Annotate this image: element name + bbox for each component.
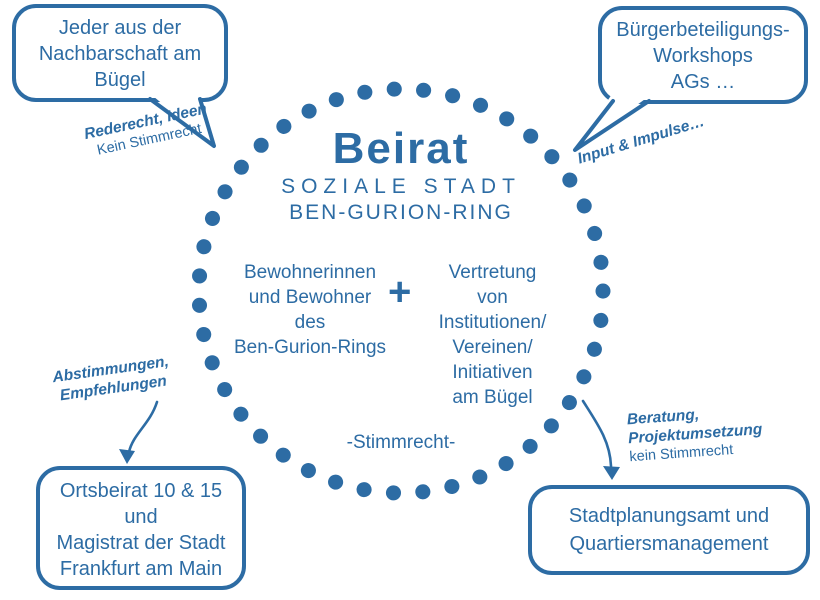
circle-title: Beirat <box>332 124 470 173</box>
bubble-top-right-line: Workshops <box>653 45 753 67</box>
bubble-top-left-shape <box>12 4 228 102</box>
box-bottom-right-line: Quartiersmanagement <box>569 533 769 555</box>
member-group-residents-line: des <box>294 312 326 333</box>
member-group-residents-line: und Bewohner <box>248 287 372 308</box>
box-bottom-left-line: und <box>124 506 158 528</box>
box-bottom-left-line: Ortsbeirat 10 & 15 <box>59 480 223 502</box>
member-group-institutions-line: Institutionen/ <box>438 312 547 333</box>
box-bottom-left-line: Magistrat der Stadt <box>56 532 226 554</box>
member-group-residents-line: Ben-Gurion-Rings <box>233 337 387 358</box>
box-bottom-left-line: Frankfurt am Main <box>59 558 223 580</box>
member-group-institutions-line: Initiativen <box>452 362 533 383</box>
voting-note: -Stimmrecht- <box>346 432 456 453</box>
member-group-residents: Bewohnerinnen und Bewohner des Ben-Gurio… <box>215 260 405 360</box>
member-group-institutions-line: von <box>477 287 508 308</box>
dotted-circle <box>191 81 611 501</box>
box-bottom-left: Ortsbeirat 10 & 15 und Magistrat der Sta… <box>38 478 244 582</box>
bubble-top-left-line: Jeder aus der <box>58 17 182 39</box>
member-group-institutions: Vertretung von Institutionen/ Vereinen/ … <box>405 260 580 410</box>
box-bottom-right-shape <box>528 485 810 575</box>
curved-arrow-left-icon <box>127 400 159 454</box>
curved-arrow-right-head-icon <box>603 466 620 480</box>
curved-arrow-right-icon <box>581 399 613 468</box>
circle-subtitle-2: BEN-GURION-RING <box>289 201 513 224</box>
member-group-institutions-line: am Bügel <box>452 387 533 408</box>
bubble-top-left: Jeder aus der Nachbarschaft am Bügel <box>14 15 226 93</box>
bubble-top-right-line: AGs … <box>670 71 736 93</box>
bubble-top-right-line: Bürgerbeteiligungs- <box>616 19 790 41</box>
bubble-top-right-tail <box>573 99 651 152</box>
bubble-top-left-line: Nachbarschaft am <box>38 43 202 65</box>
bubble-top-left-tail <box>148 97 216 148</box>
box-bottom-right-line: Stadtplanungsamt und <box>568 505 770 527</box>
circle-subtitle-1: SOZIALE STADT <box>281 175 521 198</box>
bubble-top-right: Bürgerbeteiligungs- Workshops AGs … <box>600 17 806 95</box>
box-bottom-left-shape <box>36 466 246 590</box>
member-group-institutions-line: Vertretung <box>448 262 537 283</box>
bubble-top-left-line: Bügel <box>94 69 146 91</box>
box-bottom-right: Stadtplanungsamt und Quartiersmanagement <box>530 502 808 558</box>
member-group-institutions-line: Vereinen/ <box>452 337 533 358</box>
bubble-top-right-shape <box>598 6 808 104</box>
plus-sign: + <box>388 270 412 314</box>
curved-arrow-left-head-icon <box>119 449 135 464</box>
member-group-residents-line: Bewohnerinnen <box>243 262 377 283</box>
